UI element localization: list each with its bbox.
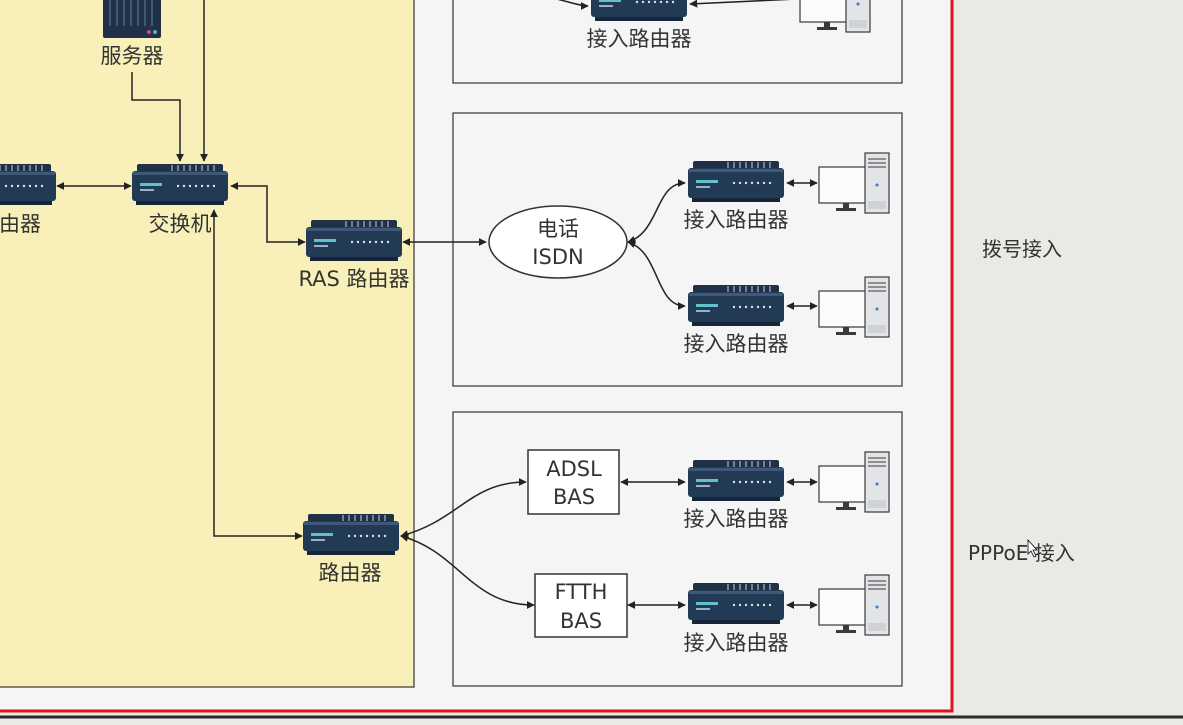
server-label: 服务器 (101, 44, 164, 68)
left-router-icon (0, 163, 57, 206)
phone-isdn-node (488, 205, 628, 279)
dialup-access-router-2-icon (687, 284, 785, 327)
top-access-box (452, 0, 903, 84)
dialup-access-router-1-icon (687, 160, 785, 203)
ras-router-icon (305, 219, 403, 262)
switch-icon (131, 163, 229, 206)
server-icon (103, 0, 161, 38)
left-router-label: 由器 (0, 212, 41, 236)
pppoe-access-router-1-icon (687, 459, 785, 502)
phone-isdn-label-line2: ISDN (532, 245, 583, 269)
pppoe-access-router-2-label: 接入路由器 (684, 631, 789, 655)
top-access-router-label: 接入路由器 (587, 27, 692, 51)
ftth-bas-label-line1: FTTH (555, 580, 608, 604)
top-access-router-icon (590, 0, 688, 22)
dialup-access-box (452, 112, 903, 387)
pppoe-access-router-2-icon (687, 582, 785, 625)
adsl-bas-label-line2: BAS (553, 485, 595, 509)
phone-isdn-label-line1: 电话 (537, 217, 579, 241)
ftth-bas-node (534, 573, 628, 638)
router-icon (302, 513, 400, 556)
core-network-zone (0, 0, 415, 688)
router-label: 路由器 (319, 561, 382, 585)
switch-label: 交换机 (149, 212, 212, 236)
dialup-access-router-2-label: 接入路由器 (684, 332, 789, 356)
dialup-access-router-1-label: 接入路由器 (684, 208, 789, 232)
ras-router-label: RAS 路由器 (298, 267, 409, 291)
pppoe-access-label: PPPoE 接入 (968, 541, 1075, 565)
ftth-bas-label-line2: BAS (560, 609, 602, 633)
mouse-cursor-icon (1027, 538, 1038, 558)
adsl-bas-label-line1: ADSL (546, 457, 602, 481)
connection-lines (56, 0, 818, 609)
adsl-bas-node (527, 449, 620, 515)
outer-border (0, 0, 954, 713)
pppoe-access-router-1-label: 接入路由器 (684, 507, 789, 531)
dialup-access-label: 拨号接入 (982, 237, 1062, 261)
